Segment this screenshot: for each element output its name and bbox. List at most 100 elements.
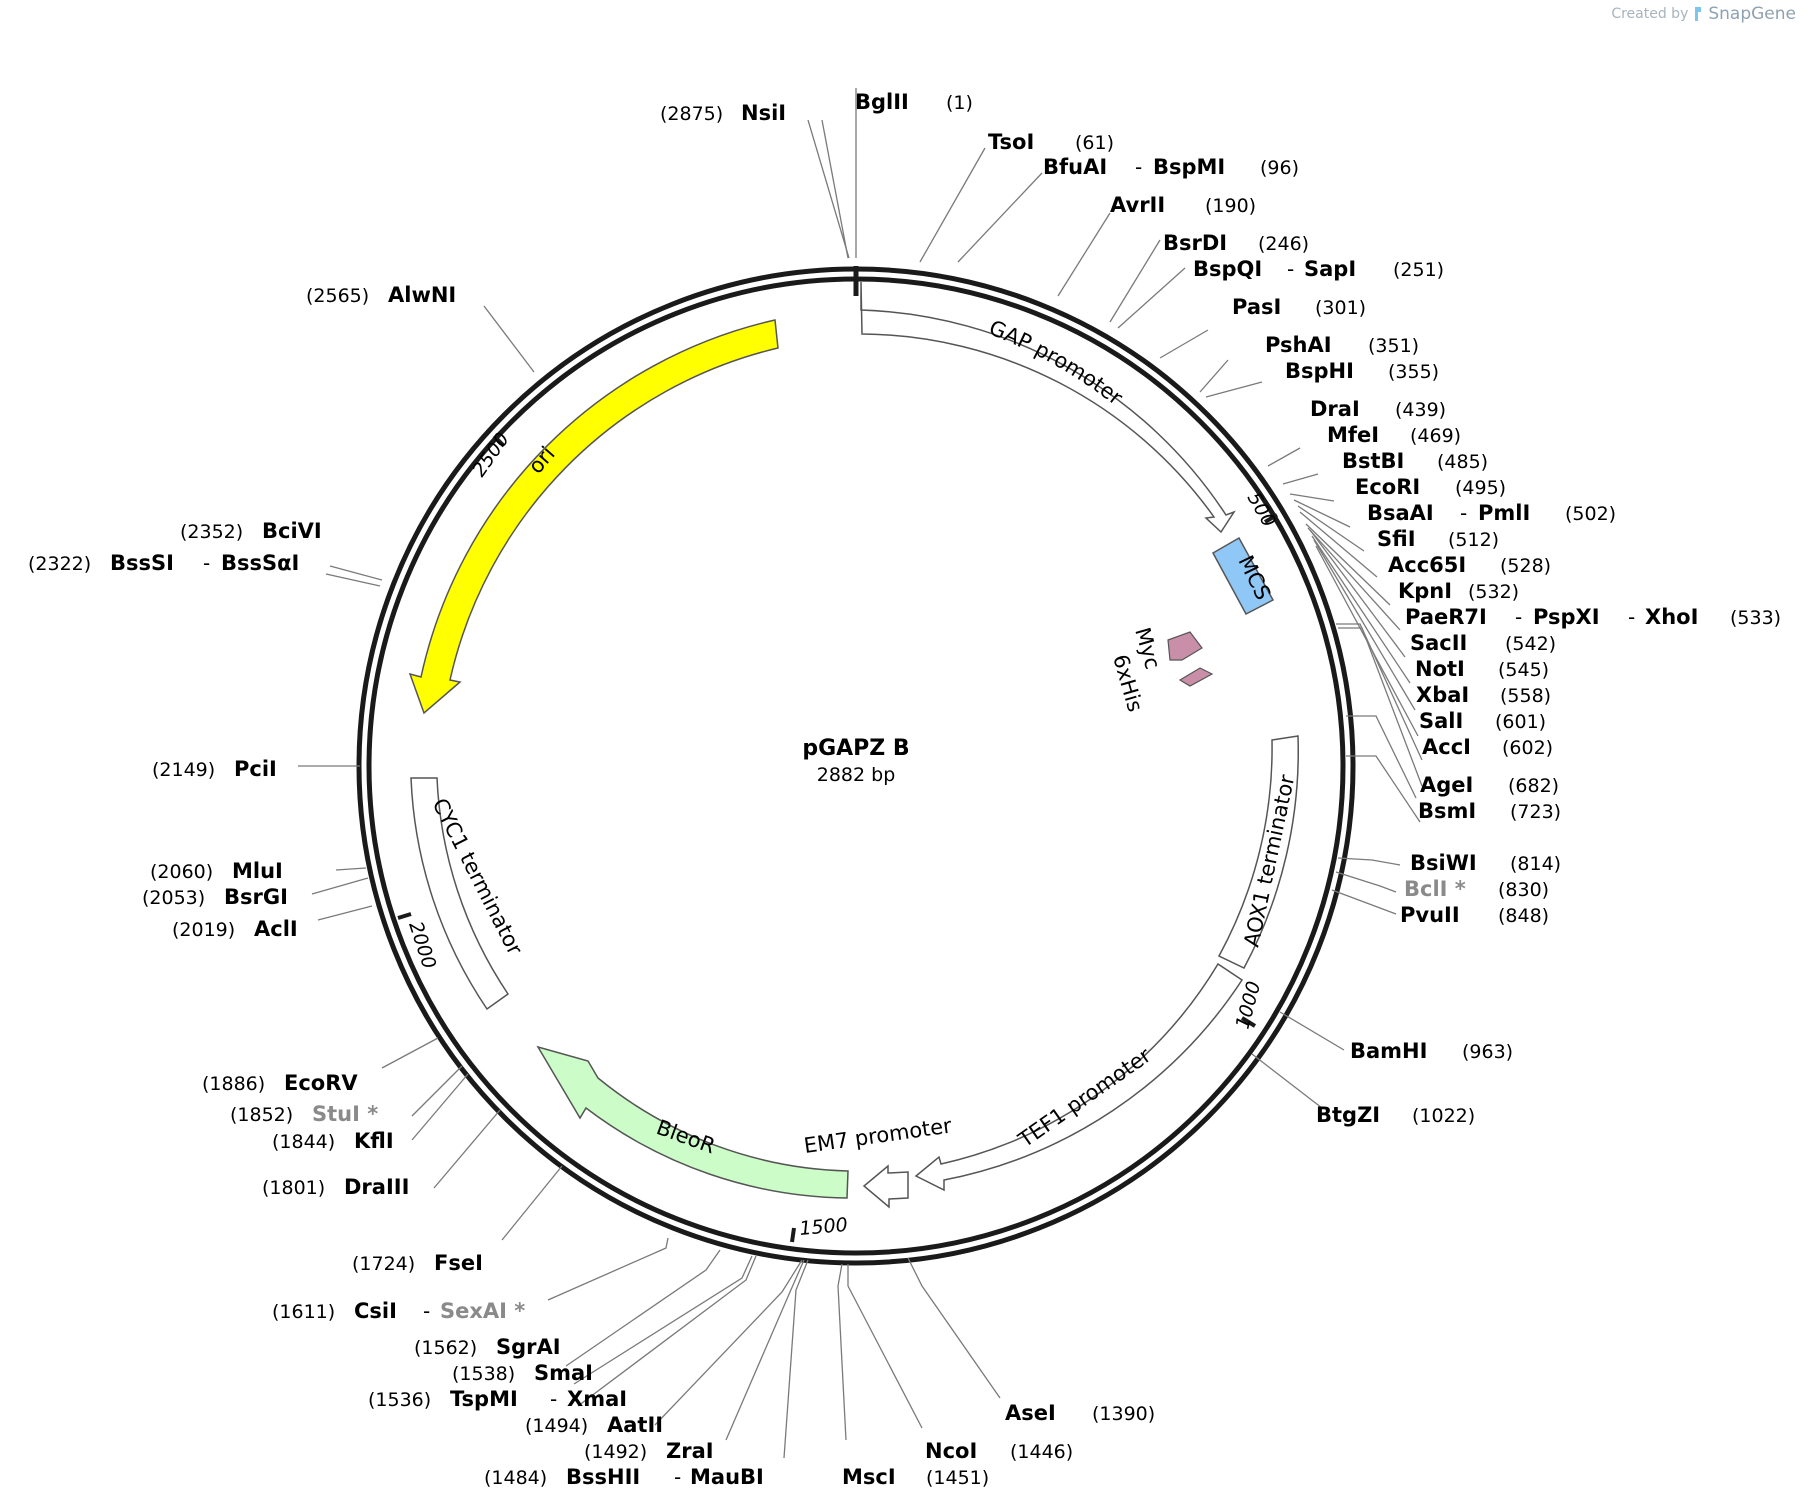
enzyme-asei-pos: (1390) [1092,1403,1155,1425]
enzyme-btgzi-pos: (1022) [1412,1105,1475,1127]
enzyme-bsshii-pos: (1484) [484,1467,547,1489]
enzyme-bamhi: BamHI [1350,1039,1427,1063]
enzyme-sfii-pos: (512) [1448,529,1499,551]
feature-bleor[interactable]: BleoR [536,1045,849,1199]
feature-label-aox1-terminator: AOX1 terminator [1239,772,1299,949]
enzyme-pcii-pos: (2149) [152,759,215,781]
enzyme-sapi-pos: (251) [1393,259,1444,281]
enzyme-ecori: EcoRI [1355,475,1420,499]
svg-text:-: - [1135,155,1142,179]
enzyme-bcli: BclI * [1404,877,1466,901]
feature-label-tef1-promoter: TEF1 promoter [1013,1043,1155,1153]
enzyme-kfli-pos: (1844) [272,1131,335,1153]
enzyme-btgzi: BtgZI [1316,1103,1380,1127]
enzyme-acli: AclI [254,917,298,941]
enzyme-bsiwi-pos: (814) [1510,853,1561,875]
enzyme-bsssi: BssSI [110,551,174,575]
enzyme-tsoi-pos: (61) [1075,132,1114,154]
enzyme-smai-pos: (1538) [452,1363,515,1385]
plasmid-name: pGAPZ B [802,736,909,761]
enzyme-bsrgi: BsrGI [224,885,288,909]
enzyme-smai: SmaI [534,1361,593,1385]
enzyme-bsaai: BsaAI [1367,501,1434,525]
enzyme-noti: NotI [1415,657,1465,681]
tick-label-2500: 2500 [468,429,514,481]
enzyme-xhoi: XhoI [1645,605,1698,629]
enzyme-bsrdi: BsrDI [1163,231,1227,255]
enzyme-tspmi-pos: (1536) [368,1389,431,1411]
enzyme-sgrai: SgrAI [496,1335,561,1359]
svg-text:-: - [423,1299,430,1323]
feature-myc[interactable]: Myc [1130,625,1203,672]
enzyme-bamhi-pos: (963) [1462,1041,1513,1063]
svg-text:-: - [550,1387,557,1411]
enzyme-mfei: MfeI [1327,423,1379,447]
enzyme-fsei-pos: (1724) [352,1253,415,1275]
svg-text:-: - [1515,605,1522,629]
enzyme-bspqi: BspQI [1193,257,1262,281]
feature-cyc1-terminator[interactable]: CYC1 terminator [410,777,527,1011]
enzyme-aatii: AatII [607,1413,663,1437]
enzyme-zrai: ZraI [666,1439,714,1463]
created-by-snapgene[interactable]: Created by SnapGene [1611,4,1796,24]
enzyme-tsoi: TsoI [988,130,1034,154]
enzyme-draiii-pos: (1801) [262,1177,325,1199]
enzyme-sfii: SfiI [1377,527,1416,551]
enzyme-bcli-pos: (830) [1498,879,1549,901]
enzyme-avrii-pos: (190) [1205,195,1256,217]
enzyme-bsssi-pos: (2322) [28,553,91,575]
enzyme-pmli-pos: (502) [1565,503,1616,525]
enzyme-avrii: AvrII [1110,193,1165,217]
enzyme-leader-lines [298,88,1423,1459]
feature-mcs[interactable]: MCS [1211,536,1275,616]
enzyme-pspxi: PspXI [1533,605,1600,629]
enzyme-sgrai-pos: (1562) [414,1337,477,1359]
enzyme-mfei-pos: (469) [1410,425,1461,447]
svg-text:-: - [674,1465,681,1489]
coordinate-ticks: 500 1000 1500 2000 2500 [397,429,1280,1243]
enzyme-mlui-pos: (2060) [150,861,213,883]
enzyme-xhoi-pos: (533) [1730,607,1781,629]
enzyme-acci-pos: (602) [1502,737,1553,759]
feature-label-em7-promoter: EM7 promoter [802,1113,953,1158]
enzyme-maubi: MauBI [690,1465,764,1489]
enzyme-acc65i-pos: (528) [1500,555,1551,577]
svg-text:-: - [203,551,210,575]
enzyme-asei: AseI [1005,1401,1056,1425]
enzyme-stui: StuI * [312,1102,378,1126]
feature-tef1-promoter[interactable]: TEF1 promoter [914,962,1244,1192]
enzyme-bstbi-pos: (485) [1437,451,1488,473]
snapgene-brand: SnapGene [1708,4,1796,24]
enzyme-bspmi: BspMI [1153,155,1225,179]
enzyme-bsmi-pos: (723) [1510,801,1561,823]
enzyme-ecorv-pos: (1886) [202,1073,265,1095]
enzyme-aatii-pos: (1494) [525,1415,588,1437]
enzyme-mlui: MluI [232,859,283,883]
enzyme-fsei: FseI [434,1251,483,1275]
tick-mark-1000 [1240,1016,1257,1028]
enzyme-pvuii-pos: (848) [1498,905,1549,927]
plasmid-size: 2882 bp [817,764,896,786]
enzyme-bglii: BglII [855,90,909,114]
enzyme-alwni: AlwNI [388,283,456,307]
enzyme-bsphi-pos: (355) [1388,361,1439,383]
enzyme-sexai: SexAI * [440,1299,525,1323]
enzyme-bsmi: BsmI [1418,799,1476,823]
feature-ori[interactable]: ori [408,319,779,715]
enzyme-sali-pos: (601) [1495,711,1546,733]
enzyme-bsshii: BssHII [566,1465,640,1489]
enzyme-sali: SalI [1419,709,1463,733]
enzyme-bstbi: BstBI [1342,449,1404,473]
enzyme-pshai: PshAI [1265,333,1332,357]
enzyme-csii: CsiI [354,1299,397,1323]
enzyme-pmli: PmlI [1478,501,1530,525]
enzyme-drai-pos: (439) [1395,399,1446,421]
enzyme-msci: MscI [842,1465,896,1489]
enzyme-bglii-pos: (1) [946,92,973,114]
enzyme-pshai-pos: (351) [1368,335,1419,357]
tick-mark-2500 [492,434,506,448]
enzyme-bsssai: BssSαI [221,551,299,575]
feature-aox1-terminator[interactable]: AOX1 terminator [1217,735,1299,969]
enzyme-agei-pos: (682) [1508,775,1559,797]
created-by-label: Created by [1611,6,1689,22]
